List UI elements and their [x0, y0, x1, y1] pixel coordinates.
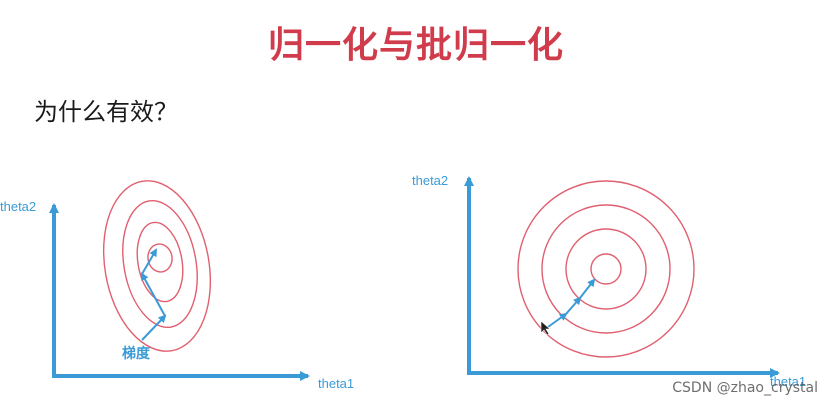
left-gradient-step-2 [141, 272, 166, 317]
right-gradient-step-2 [565, 296, 582, 315]
left-y-axis-label: theta2 [0, 199, 36, 214]
right-contour-2 [565, 228, 647, 310]
cursor-icon [540, 320, 551, 336]
right-gradient-path [547, 278, 596, 328]
right-contours [517, 180, 695, 358]
right-diagram: theta2 theta1 [412, 173, 806, 389]
left-gradient-step-1 [141, 314, 167, 341]
right-contour-1 [590, 253, 622, 285]
left-contour-2 [136, 221, 184, 303]
right-contour-3 [541, 204, 671, 334]
watermark: CSDN @zhao_crystal [672, 380, 818, 396]
right-y-axis-label: theta2 [412, 173, 448, 188]
left-gradient-path [141, 248, 167, 341]
question-heading: 为什么有效？ [34, 98, 178, 126]
left-contour-1 [147, 243, 173, 273]
right-gradient-step-3 [579, 278, 596, 299]
right-contour-4 [517, 180, 695, 358]
right-x-axis-label: theta1 [770, 374, 806, 389]
left-gradient-step-3 [141, 248, 158, 275]
left-x-axis-label: theta1 [318, 376, 354, 391]
gradient-label: 梯度 [122, 345, 151, 362]
left-contours [102, 180, 212, 352]
left-contour-4 [102, 180, 212, 352]
right-gradient-step-1 [547, 312, 568, 328]
slide-title: 归一化与批归一化 [267, 25, 564, 66]
left-diagram: theta2 theta1 梯度 [0, 180, 354, 391]
left-contour-3 [122, 199, 198, 329]
